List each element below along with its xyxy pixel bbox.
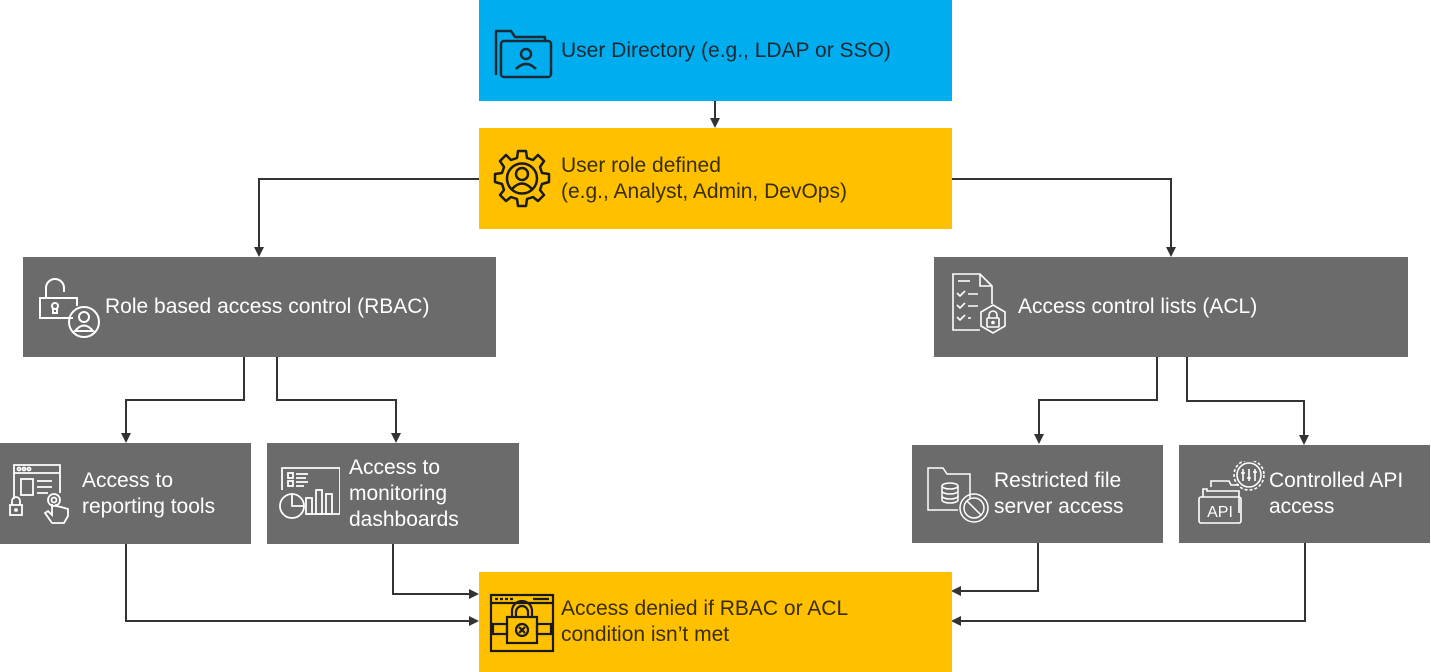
node-label: Access denied if RBAC or ACL condition i… (561, 597, 849, 646)
api-gear-icon: API (1197, 461, 1267, 527)
node-access-denied: Access denied if RBAC or ACL condition i… (479, 572, 952, 672)
node-acl: Access control lists (ACL) (934, 257, 1408, 357)
node-label: Controlled API access (1269, 469, 1404, 518)
checklist-shield-lock-icon (950, 272, 1012, 342)
edge-monitoring-to-denied (392, 544, 479, 599)
user-folder-icon (493, 21, 553, 81)
dashboard-chart-icon (276, 464, 340, 524)
node-user-role: User role defined (e.g., Analyst, Admin,… (479, 128, 952, 229)
edge-role-to-acl (951, 178, 1176, 257)
edge-rbac-to-reporting (121, 357, 245, 443)
node-label: User Directory (e.g., LDAP or SSO) (561, 38, 891, 62)
node-label: User role defined (e.g., Analyst, Admin,… (561, 153, 847, 203)
edge-role-to-rbac (254, 178, 479, 257)
node-label: Role based access control (RBAC) (105, 295, 430, 318)
folder-database-blocked-icon (926, 464, 994, 524)
node-user-directory: User Directory (e.g., LDAP or SSO) (479, 0, 952, 101)
browser-padlock-denied-icon (489, 591, 555, 653)
node-reporting-tools: Access to reporting tools (0, 443, 251, 544)
edge-api-to-denied (951, 543, 1306, 626)
unlocked-padlock-user-icon (37, 276, 103, 338)
node-controlled-api: API Controlled API access (1179, 445, 1430, 543)
node-label: Access to monitoring dashboards (349, 455, 459, 531)
node-restricted-file-server: Restricted file server access (912, 445, 1163, 543)
edge-reporting-to-denied (125, 544, 479, 626)
node-monitoring-dashboards: Access to monitoring dashboards (267, 443, 519, 544)
edge-acl-to-api (1186, 357, 1309, 445)
node-label: Access control lists (ACL) (1018, 295, 1258, 318)
gear-user-icon (491, 148, 553, 210)
edge-fileserver-to-denied (951, 543, 1039, 596)
node-label: Restricted file server access (994, 469, 1124, 518)
browser-lock-pointer-icon (8, 461, 74, 527)
svg-text:API: API (1207, 504, 1233, 521)
node-label: Access to reporting tools (82, 468, 216, 518)
edge-rbac-to-monitoring (276, 357, 401, 443)
node-rbac: Role based access control (RBAC) (23, 257, 496, 357)
edge-acl-to-fileserver (1034, 357, 1158, 444)
